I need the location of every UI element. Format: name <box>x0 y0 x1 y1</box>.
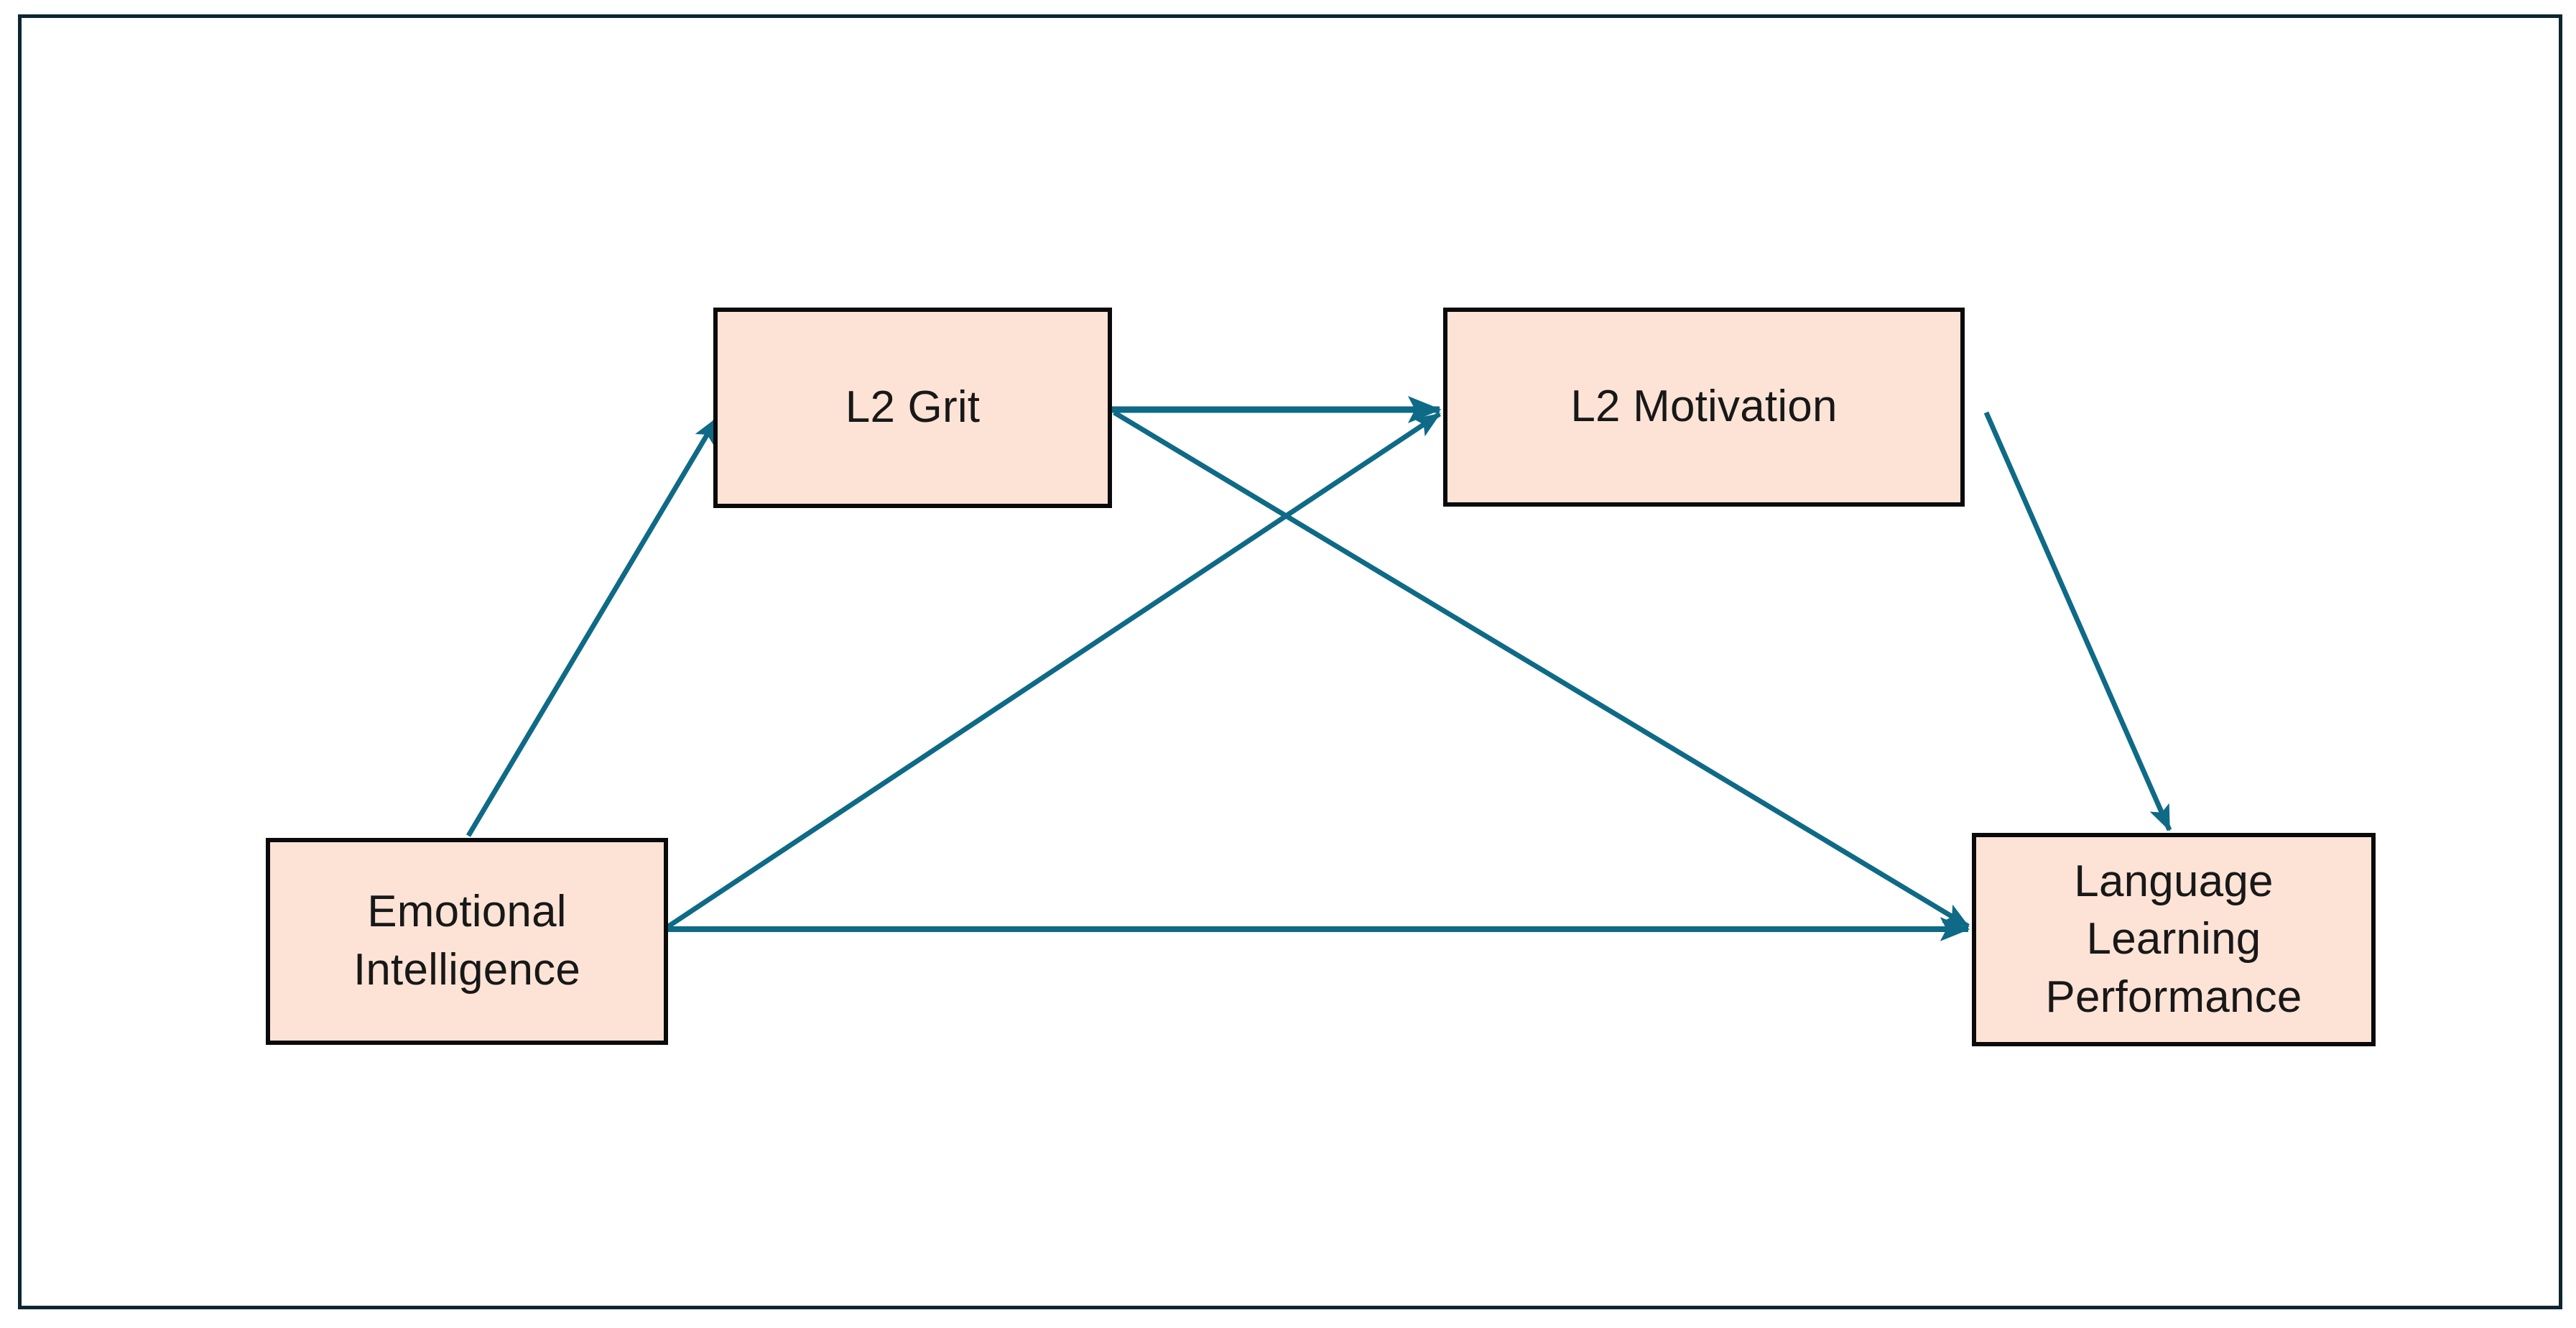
node-language-learning-performance[interactable]: Language Learning Performance <box>1972 833 2376 1046</box>
node-l2-motivation[interactable]: L2 Motivation <box>1443 308 1965 507</box>
node-emotional-intelligence[interactable]: Emotional Intelligence <box>266 838 668 1045</box>
node-l2-grit[interactable]: L2 Grit <box>713 308 1112 508</box>
diagram-frame <box>18 14 2562 1309</box>
